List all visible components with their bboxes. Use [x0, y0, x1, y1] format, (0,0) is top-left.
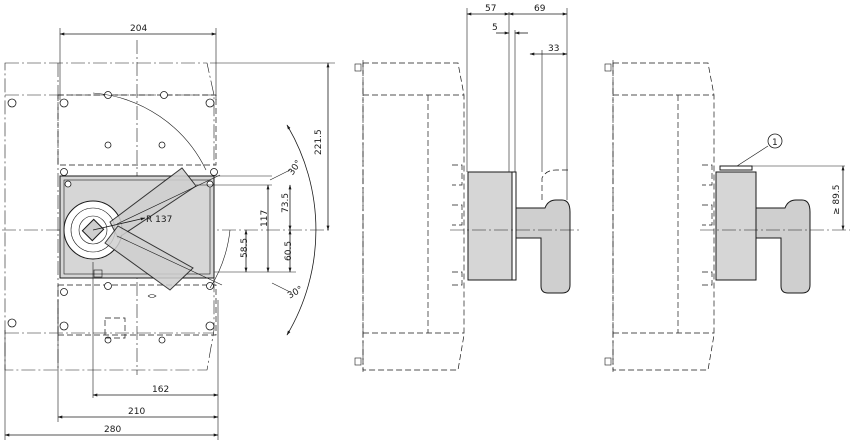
dim-73-5: 73.5	[281, 193, 291, 213]
dim-radius: R 137	[146, 215, 172, 225]
dim-angle-bottom: 30°	[286, 285, 305, 302]
side-2-lever	[755, 199, 811, 294]
dim-angle-top: 30°	[287, 159, 304, 178]
dim-280: 280	[104, 425, 121, 435]
dim-162: 162	[152, 385, 169, 395]
dim-210: 210	[128, 407, 145, 417]
dim-33: 33	[548, 44, 559, 54]
dim-57: 57	[485, 4, 496, 14]
dim-5: 5	[492, 23, 498, 33]
callout-1: 1	[772, 138, 778, 148]
side-2-flange	[715, 171, 757, 281]
dim-58-5: 58.5	[240, 238, 250, 258]
side-lever	[515, 199, 571, 294]
side-view-2: 1 ≥ 89.5	[604, 60, 850, 372]
screw-set	[7, 91, 218, 344]
handle-lever-down	[104, 225, 194, 291]
front-view: R 137 30° 30° 204 221.5 73.5 117 58.5 60…	[2, 24, 335, 440]
dim-204: 204	[130, 24, 147, 34]
side-flange	[467, 171, 513, 281]
dim-60-5: 60.5	[284, 241, 294, 261]
side-view: 57 69 5 33	[354, 4, 580, 372]
dim-69: 69	[534, 4, 546, 14]
dim-89-5: ≥ 89.5	[832, 185, 842, 215]
dim-117: 117	[260, 210, 270, 227]
dim-221-5: 221.5	[314, 129, 324, 155]
